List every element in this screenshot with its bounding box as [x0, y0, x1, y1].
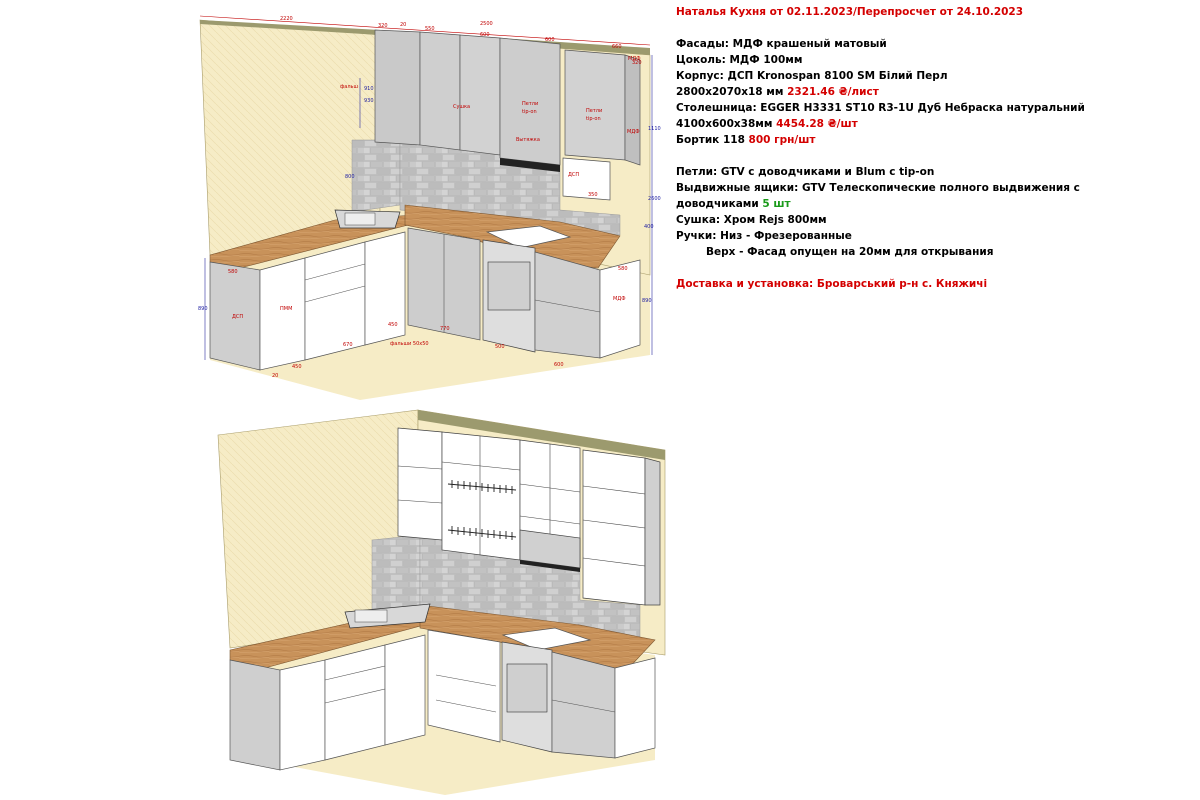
- dim-600a: 600: [480, 32, 490, 38]
- dim-890a: 890: [198, 306, 208, 312]
- spec-handles-top: Верх - Фасад опущен на 20мм для открыван…: [706, 246, 994, 258]
- lower-right-drawers: [534, 251, 601, 359]
- spec-facades: Фасады: МДФ крашеный матовый: [676, 38, 887, 50]
- label-sushka: Сушка: [453, 104, 470, 110]
- upper-open-cabinets: [397, 427, 661, 606]
- spec-countertop: Столешница: EGGER H3331 ST10 R3-1U Дуб Н…: [676, 102, 1085, 114]
- upper-cab-5: [564, 49, 626, 161]
- upper-cab-side: [624, 54, 641, 166]
- dish-rack: [447, 480, 517, 540]
- label-mdf-2: МДФ: [613, 296, 626, 302]
- top-drawing: 2220 320 20 550 2500 600 600 660 320 910…: [198, 15, 661, 400]
- hood-strip: [500, 158, 560, 172]
- dim-20: 20: [400, 22, 406, 28]
- lower-left-corner: [364, 231, 406, 346]
- lower-right-drawers-b: [551, 651, 616, 759]
- label-petli-1: Петли: [522, 101, 538, 107]
- dim-600b: 600: [545, 37, 555, 43]
- spec-edge-price: 800 грн/шт: [748, 134, 816, 146]
- dim-2500: 2500: [480, 21, 493, 27]
- dim-600c: 600: [554, 362, 564, 368]
- stove-top: [485, 225, 572, 249]
- header-title: Наталья Кухня от 02.11.2023/Перепросчет …: [676, 6, 1024, 18]
- label-mdf-3: МДФ: [628, 56, 641, 62]
- dim-910: 910: [364, 86, 374, 92]
- bottom-drawing: [217, 409, 666, 795]
- dim-550: 550: [425, 26, 435, 32]
- spec-dryer: Сушка: Хром Rejs 800мм: [676, 214, 827, 226]
- open-shelf-top: [562, 157, 611, 201]
- dim-580b: 580: [618, 266, 628, 272]
- spec-countertop-price: 4454.28 ₴/шт: [776, 118, 858, 130]
- lower-right-side: [599, 259, 641, 359]
- spec-body-price: 2321.46 ₴/лист: [787, 86, 879, 98]
- dim-400: 400: [644, 224, 654, 230]
- dim-2600: 2600: [648, 196, 661, 202]
- label-tipon-2: tip-on: [586, 116, 601, 122]
- label-dsp-2: ДСП: [232, 314, 243, 320]
- spec-body-size-row: 2800x2070x18 мм 2321.46 ₴/лист: [676, 84, 1196, 100]
- dim-350: 350: [588, 192, 598, 198]
- upper-cab-1: [374, 29, 421, 146]
- backsplash-left: [351, 139, 401, 213]
- wall-bottom-edge: [418, 410, 665, 460]
- dim-450b: 450: [292, 364, 302, 370]
- lower-left-side-b: [229, 659, 281, 771]
- label-falsh: фальш: [340, 84, 358, 90]
- dim-450a: 450: [388, 322, 398, 328]
- spec-delivery: Доставка и установка: Броварський р-н с.…: [676, 278, 988, 290]
- label-mdf-1: МДФ: [627, 129, 640, 135]
- spec-countertop-size: 4100x600x38мм: [676, 118, 773, 130]
- spec-countertop-row: 4100x600x38мм 4454.28 ₴/шт: [676, 116, 1196, 132]
- spec-drawers-a: Выдвижные ящики: GTV Телескопические пол…: [676, 182, 1080, 194]
- lower-drawers: [304, 241, 366, 361]
- upper-cab-3: [459, 34, 501, 156]
- dim-2220: 2220: [280, 16, 293, 22]
- spec-body-size: 2800x2070x18 мм: [676, 86, 784, 98]
- dim-930: 930: [364, 98, 374, 104]
- lower-drawers-b: [324, 644, 386, 761]
- dim-670: 670: [343, 342, 353, 348]
- dim-580a: 580: [228, 269, 238, 275]
- upper-cab-2: [419, 31, 461, 151]
- spec-edge-row: Бортик 118 800 грн/шт: [676, 132, 1196, 148]
- dim-500: 500: [495, 344, 505, 350]
- label-falsh-2: фальши 50х50: [390, 341, 429, 347]
- label-tipon-1: tip-on: [522, 109, 537, 115]
- dim-20b: 20: [272, 373, 278, 379]
- spec-hinges: Петли: GTV с доводчиками и Blum с tip-on: [676, 166, 935, 178]
- dim-800: 800: [345, 174, 355, 180]
- lower-open-b: [427, 629, 501, 743]
- spec-drawers-b-row: доводчиками 5 шт: [676, 196, 1196, 212]
- spec-plinth: Цоколь: МДФ 100мм: [676, 54, 803, 66]
- label-petli-2: Петли: [586, 108, 602, 114]
- dim-770: 770: [440, 326, 450, 332]
- spec-handles: Ручки: Низ - Фрезерованные: [676, 230, 852, 242]
- dim-320: 320: [378, 23, 388, 29]
- stove-top-b: [501, 627, 592, 651]
- lower-left-front: [259, 257, 306, 371]
- label-vytyazhka: Вытяжка: [516, 137, 540, 143]
- spec-drawers-count: 5 шт: [762, 198, 791, 210]
- dim-320b: 320: [632, 60, 642, 66]
- dim-1110: 1110: [648, 126, 661, 132]
- label-pmm: ПММ: [280, 306, 292, 312]
- spec-drawers-b: доводчиками: [676, 198, 759, 210]
- spec-panel: Наталья Кухня от 02.11.2023/Перепросчет …: [676, 4, 1196, 292]
- spec-body: Корпус: ДСП Kronospan 8100 SM Білий Перл: [676, 70, 948, 82]
- spec-edge: Бортик 118: [676, 134, 745, 146]
- label-dsp-1: ДСП: [568, 172, 579, 178]
- dim-660: 660: [612, 44, 622, 50]
- dim-890b: 890: [642, 298, 652, 304]
